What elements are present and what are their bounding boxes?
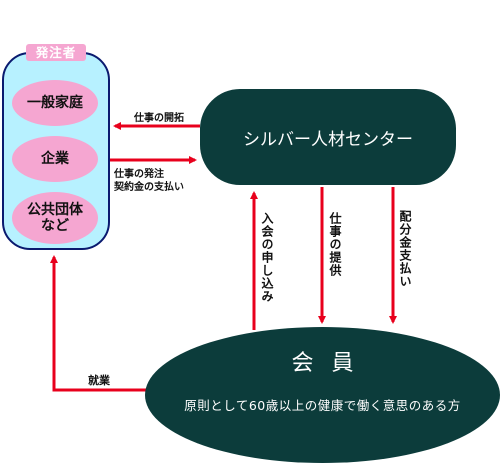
label-order-line2: 契約金の支払い [114,182,184,193]
label-job-provision: 仕事の提供 [328,212,342,277]
client-public-body-line1: 公共団体 [27,202,83,218]
client-public-body: 公共団体 など [12,192,98,244]
silver-center-box: シルバー人材センター [200,89,456,185]
arrow-employment [50,255,150,392]
client-company: 企業 [12,136,98,182]
client-public-body-line2: など [41,218,69,234]
members-box: 会員 原則として60歳以上の健康で働く意思のある方 [145,327,500,463]
silver-center-label: シルバー人材センター [243,129,413,150]
label-order-line1: 仕事の発注 [114,169,164,180]
members-title: 会員 [291,351,372,376]
label-membership-application: 入会の申し込み [260,212,274,303]
label-job-development: 仕事の開拓 [134,113,184,124]
members-subtitle: 原則として60歳以上の健康で働く意思のある方 [184,398,461,413]
label-employment: 就業 [88,374,110,387]
label-distribution-payment: 配分金支払い [398,210,412,288]
client-household: 一般家庭 [12,80,98,126]
client-badge: 発注者 [26,44,86,61]
